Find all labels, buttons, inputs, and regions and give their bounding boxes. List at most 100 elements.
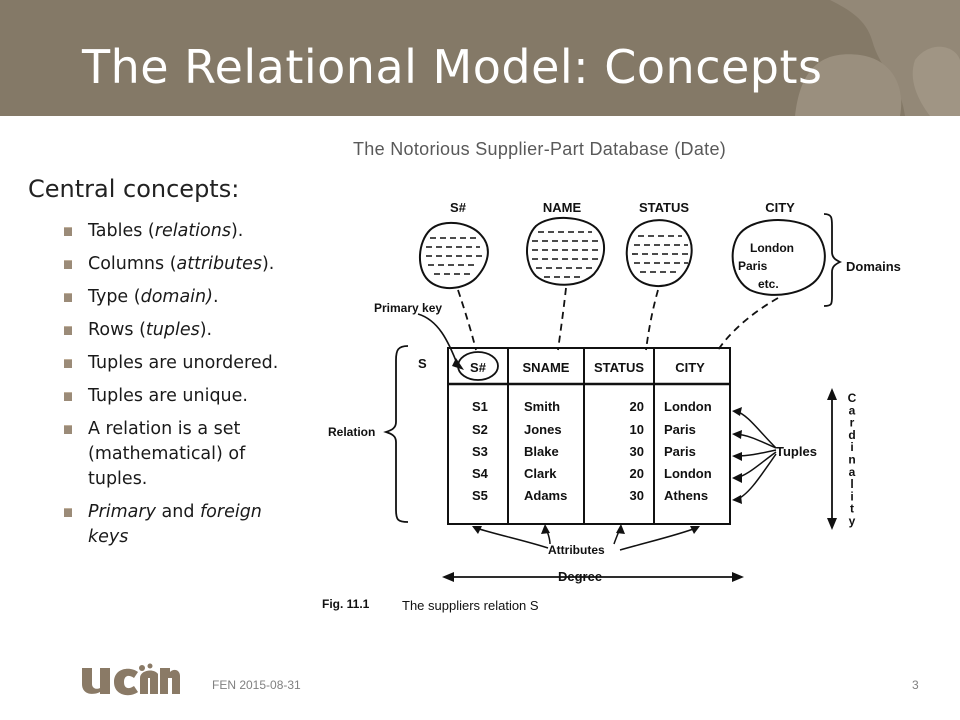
primary-key-pointer	[417, 313, 459, 367]
cell-city: London	[664, 399, 712, 414]
bullet-marker	[64, 508, 72, 517]
cardinality-letter: C	[848, 391, 857, 405]
bullet-text: Columns (	[88, 254, 177, 274]
figure-caption-text: The suppliers relation S	[402, 598, 539, 613]
city-domain-value: Paris	[738, 259, 768, 273]
bullet-marker	[64, 293, 72, 302]
domain-label: NAME	[543, 200, 582, 215]
bullet-marker	[64, 227, 72, 236]
bullet-text: Rows (	[88, 320, 146, 340]
cardinality-letter: d	[848, 428, 855, 442]
cardinality-letter: i	[850, 489, 853, 503]
header-bar: The Relational Model: Concepts	[0, 0, 960, 116]
bullet-text: Tuples are unordered.	[88, 353, 279, 373]
slide-title: The Relational Model: Concepts	[82, 40, 823, 94]
cell-sname: Smith	[524, 399, 560, 414]
bullet-text: Tuples are unique.	[88, 386, 248, 406]
tuples-label: Tuples	[776, 444, 817, 459]
bullet-item: Tuples are unordered.	[64, 351, 296, 376]
cell-city: Paris	[664, 422, 696, 437]
bullet-text: A relation is a set (mathematical) of tu…	[88, 419, 246, 489]
bullet-text: ).	[199, 320, 213, 340]
cell-status: 10	[630, 422, 644, 437]
ucn-logo: ucn	[82, 663, 180, 696]
bullet-text: Tables (	[88, 221, 155, 241]
cell-sname: Adams	[524, 488, 567, 503]
cell-city: Athens	[664, 488, 708, 503]
footer-date: FEN 2015-08-31	[212, 678, 301, 692]
bullet-text: domain)	[140, 287, 213, 307]
bullet-item: A relation is a set (mathematical) of tu…	[64, 417, 296, 492]
bullet-text: ).	[261, 254, 275, 274]
bullet-list: Tables (relations). Columns (attributes).…	[64, 219, 296, 558]
attribute-arrowheads	[472, 524, 700, 534]
cardinality-letter: y	[849, 514, 856, 528]
domain-connectors	[457, 287, 779, 351]
cardinality-letter: i	[850, 440, 853, 454]
domains-brace	[823, 213, 843, 307]
column-header: STATUS	[594, 360, 644, 375]
degree-label: Degree	[558, 569, 602, 584]
cell-city: Paris	[664, 444, 696, 459]
domain-blob-city	[731, 219, 826, 296]
domain-blob-status	[625, 219, 693, 287]
cell-sname: Jones	[524, 422, 562, 437]
relation-brace	[383, 345, 409, 523]
column-header: CITY	[675, 360, 705, 375]
cell-sname: Blake	[524, 444, 559, 459]
cell-status: 20	[630, 399, 644, 414]
cell-status: 30	[630, 444, 644, 459]
column-header: SNAME	[523, 360, 570, 375]
cardinality-letter: l	[850, 477, 853, 491]
bullet-item: Tables (relations).	[64, 219, 296, 244]
bullet-text: ).	[230, 221, 244, 241]
domains-label: Domains	[846, 259, 901, 274]
cell-sno: S4	[472, 466, 489, 481]
bullet-text: .	[212, 287, 219, 307]
bullet-text: Type (	[88, 287, 141, 307]
cardinality-letter: a	[849, 465, 856, 479]
bullet-text: attributes	[176, 254, 262, 274]
bullet-text: tuples	[145, 320, 200, 340]
figure-caption-number: Fig. 11.1	[322, 597, 370, 611]
cardinality-letter: r	[850, 416, 855, 430]
cell-status: 20	[630, 466, 644, 481]
tuple-arrowheads	[732, 407, 742, 504]
cell-sno: S3	[472, 444, 488, 459]
primary-key-label: Primary key	[374, 301, 442, 315]
cardinality-letter: t	[850, 502, 854, 516]
primary-key-circle	[457, 351, 499, 381]
bullet-marker	[64, 359, 72, 368]
bullet-marker	[64, 260, 72, 269]
cell-sno: S1	[472, 399, 488, 414]
cell-status: 30	[630, 488, 644, 503]
city-domain-value: London	[750, 241, 794, 255]
domain-label: S#	[450, 200, 467, 215]
domain-blob-s#	[419, 221, 489, 289]
bullet-item: Primary and foreign keys	[64, 500, 296, 550]
bullet-item: Columns (attributes).	[64, 252, 296, 277]
bullet-text: and	[155, 502, 200, 522]
cardinality-letter: n	[848, 453, 855, 467]
cell-city: London	[664, 466, 712, 481]
bullet-item: Type (domain).	[64, 285, 296, 310]
header-decoration	[795, 0, 960, 116]
domain-label: STATUS	[639, 200, 689, 215]
cell-sname: Clark	[524, 466, 557, 481]
column-header: S#	[470, 360, 487, 375]
domain-blob-name	[526, 216, 605, 286]
relation-label: Relation	[328, 425, 375, 439]
figure-subtitle: The Notorious Supplier-Part Database (Da…	[353, 139, 727, 159]
cardinality-arrow	[827, 388, 837, 530]
bullet-text: foreign keys	[88, 502, 262, 547]
cell-sno: S2	[472, 422, 488, 437]
cardinality-letter: a	[849, 403, 856, 417]
city-domain-value: etc.	[758, 277, 779, 291]
bullet-marker	[64, 326, 72, 335]
bullet-marker	[64, 392, 72, 401]
attributes-label: Attributes	[548, 543, 605, 557]
relation-name: S	[418, 356, 427, 371]
bullet-item: Rows (tuples).	[64, 318, 296, 343]
bullet-text: Primary	[88, 502, 156, 522]
